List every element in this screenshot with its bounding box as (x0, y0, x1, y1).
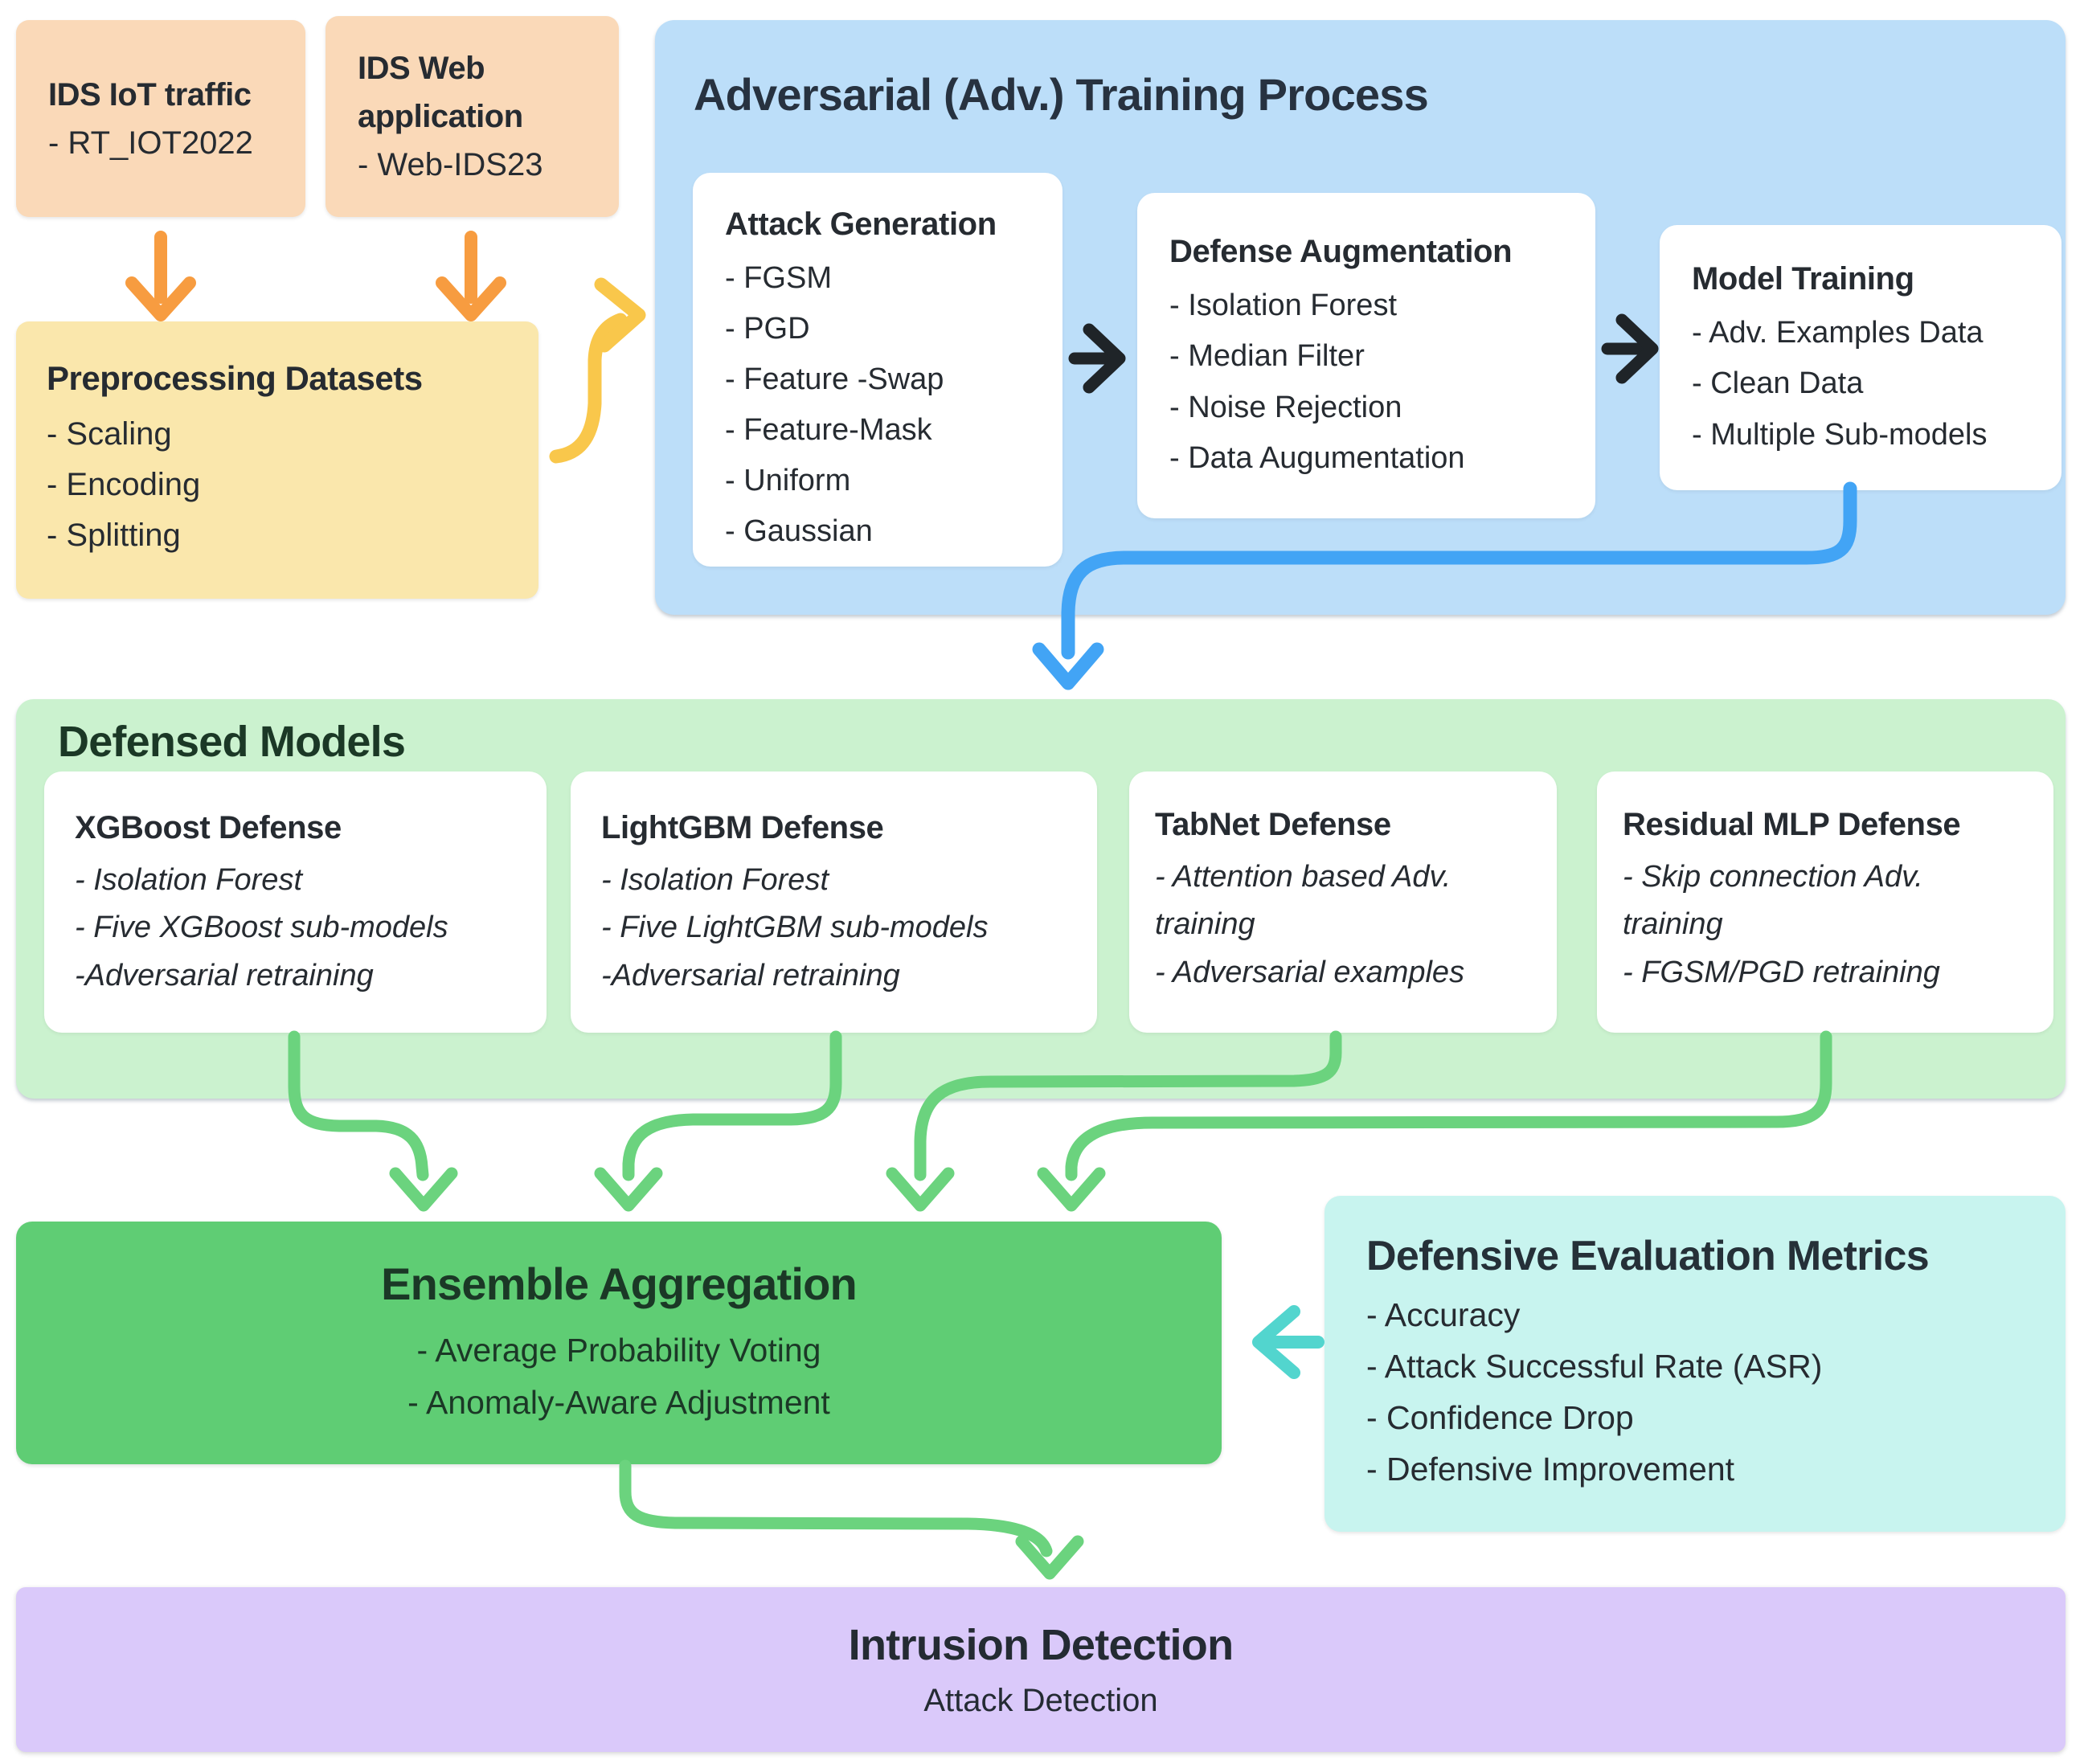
list-item: - Clean Data (1692, 366, 1864, 401)
list-item: - Median Filter (1169, 339, 1365, 374)
box-lightgbm-defense: LightGBM Defense - Isolation Forest - Fi… (571, 771, 1097, 1033)
box-intrusion-detection: Intrusion Detection Attack Detection (16, 1587, 2066, 1752)
list-item: - Adversarial examples (1155, 955, 1465, 989)
box-title: Intrusion Detection (848, 1621, 1234, 1669)
box-tabnet-defense: TabNet Defense - Attention based Adv. tr… (1129, 771, 1557, 1033)
list-item: -Adversarial retraining (601, 958, 900, 993)
list-item: - Average Probability Voting (416, 1331, 821, 1369)
list-item: - Feature-Mask (725, 413, 932, 448)
arrow-web-to-preprocessing (436, 231, 506, 321)
list-item: - Confidence Drop (1366, 1399, 1634, 1436)
box-residual-mlp-defense: Residual MLP Defense - Skip connection A… (1597, 771, 2053, 1033)
section-title-defensed-models: Defensed Models (58, 718, 406, 766)
list-item: - PGD (725, 312, 810, 346)
box-title: IDS Web application (358, 51, 523, 134)
list-item: - Uniform (725, 464, 851, 498)
box-title: IDS IoT traffic (48, 76, 252, 113)
box-ensemble-aggregation: Ensemble Aggregation - Average Probabili… (16, 1222, 1222, 1464)
box-title: TabNet Defense (1155, 807, 1391, 842)
list-item: - Scaling (47, 415, 172, 452)
list-item: - Feature -Swap (725, 362, 944, 397)
box-defense-augmentation: Defense Augmentation - Isolation Forest … (1137, 193, 1595, 518)
box-title: Ensemble Aggregation (381, 1258, 858, 1309)
box-title: LightGBM Defense (601, 810, 884, 845)
list-item: - Attention based Adv. training (1155, 860, 1451, 942)
box-defensive-evaluation-metrics: Defensive Evaluation Metrics - Accuracy … (1325, 1196, 2066, 1532)
box-title: Preprocessing Datasets (47, 358, 423, 397)
list-item: - Isolation Forest (75, 863, 302, 897)
box-xgboost-defense: XGBoost Defense - Isolation Forest - Fiv… (44, 771, 547, 1033)
list-item: - Isolation Forest (1169, 289, 1397, 323)
list-item: -Adversarial retraining (75, 958, 374, 993)
list-item: - Defensive Improvement (1366, 1450, 1735, 1488)
list-item: - Adv. Examples Data (1692, 316, 1984, 350)
list-item: - Data Augumentation (1169, 440, 1465, 475)
list-item: - Gaussian (725, 514, 873, 549)
list-item: - FGSM/PGD retraining (1623, 955, 1940, 989)
list-item: - RT_IOT2022 (48, 125, 253, 161)
list-item: - Web-IDS23 (358, 147, 543, 182)
box-model-training: Model Training - Adv. Examples Data - Cl… (1660, 225, 2061, 490)
box-ids-web-application: IDS Web application - Web-IDS23 (325, 16, 619, 217)
arrow-iot-to-preprocessing (125, 231, 196, 321)
list-item: - Skip connection Adv. training (1623, 860, 1923, 942)
box-subtitle: Attack Detection (923, 1683, 1158, 1718)
list-item: - Noise Rejection (1169, 390, 1402, 424)
arrow-ensemble-to-detection (619, 1459, 1084, 1580)
list-item: - Isolation Forest (601, 863, 829, 897)
box-ids-iot-traffic: IDS IoT traffic - RT_IOT2022 (16, 20, 305, 217)
container-defensed-models: Defensed Models XGBoost Defense - Isolat… (16, 699, 2066, 1099)
list-item: - Five LightGBM sub-models (601, 911, 989, 945)
box-attack-generation: Attack Generation - FGSM - PGD - Feature… (693, 173, 1062, 567)
box-title: Model Training (1692, 261, 1914, 297)
box-title: XGBoost Defense (75, 810, 342, 845)
list-item: - Five XGBoost sub-models (75, 911, 448, 945)
box-title: Attack Generation (725, 207, 997, 242)
box-title: Defensive Evaluation Metrics (1366, 1233, 1930, 1280)
list-item: - Attack Successful Rate (ASR) (1366, 1348, 1823, 1385)
arrow-preprocessing-to-training (549, 277, 646, 464)
list-item: - Multiple Sub-models (1692, 417, 1988, 452)
section-title-adversarial-training: Adversarial (Adv.) Training Process (694, 69, 1429, 120)
box-title: Defense Augmentation (1169, 234, 1513, 270)
box-title: Residual MLP Defense (1623, 807, 1961, 842)
box-preprocessing-datasets: Preprocessing Datasets - Scaling - Encod… (16, 321, 538, 599)
list-item: - Accuracy (1366, 1296, 1521, 1334)
arrow-metrics-to-ensemble (1252, 1305, 1325, 1379)
list-item: - Splitting (47, 518, 181, 554)
container-adversarial-training: Adversarial (Adv.) Training Process Atta… (655, 20, 2066, 615)
list-item: - Anomaly-Aware Adjustment (407, 1383, 830, 1421)
list-item: - FGSM (725, 261, 832, 295)
list-item: - Encoding (47, 466, 201, 502)
